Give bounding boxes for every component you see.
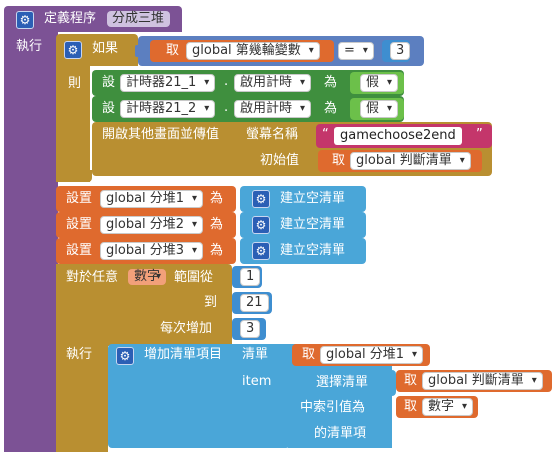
variable-dropdown[interactable]: global 分堆2 — [100, 216, 204, 234]
as-label: 為 — [324, 75, 338, 90]
procedure-spine — [4, 30, 58, 452]
gear-icon[interactable]: ⚙ — [252, 190, 270, 208]
set-list-block-1[interactable]: 設置 global 分堆1 為 — [56, 186, 236, 212]
select-list-label: 選擇清單 — [316, 375, 369, 390]
as-label: 為 — [210, 217, 224, 232]
procedure-name-field[interactable]: 分成三堆 — [107, 11, 171, 27]
set-label: 設置 — [66, 191, 93, 206]
dot-separator: . — [224, 100, 229, 115]
component-dropdown[interactable]: 計時器21_1 — [120, 74, 216, 92]
list-getter[interactable]: 取 global 分堆1 — [292, 344, 430, 366]
gear-icon[interactable]: ⚙ — [16, 11, 34, 29]
boolean-dropdown[interactable]: 假 — [360, 100, 399, 118]
screen-name-label: 螢幕名稱 — [246, 127, 299, 142]
then-label: 則 — [68, 76, 82, 91]
gear-icon[interactable]: ⚙ — [64, 41, 82, 59]
set-label: 設 — [102, 75, 116, 90]
compare-getter[interactable]: 取 global 第幾輪變數 — [150, 40, 334, 62]
set-label: 設置 — [66, 217, 93, 232]
quote-open-icon: “ — [322, 127, 329, 142]
boolean-block-2[interactable]: 假 — [350, 98, 404, 120]
gear-icon[interactable]: ⚙ — [252, 242, 270, 260]
add-items-body — [108, 364, 290, 448]
tail-label: 的清單項 — [314, 426, 367, 441]
index-getter[interactable]: 取 數字 — [396, 396, 478, 418]
variable-dropdown[interactable]: global 第幾輪變數 — [186, 42, 320, 60]
variable-dropdown[interactable]: global 判斷清單 — [350, 152, 471, 170]
procedure-keyword: 定義程序 — [44, 11, 97, 26]
property-dropdown[interactable]: 啟用計時 — [234, 100, 312, 118]
from-number-block[interactable]: 1 — [232, 266, 262, 288]
for-each-label: 對於任意 — [66, 270, 119, 285]
operator-dropdown[interactable]: = — [338, 42, 374, 60]
as-label: 為 — [210, 243, 224, 258]
step-number-block[interactable]: 3 — [232, 318, 266, 340]
variable-dropdown[interactable]: global 分堆3 — [100, 242, 204, 260]
if-label: 如果 — [92, 41, 119, 56]
to-number-block[interactable]: 21 — [232, 292, 272, 314]
step-label: 每次增加 — [160, 321, 213, 336]
add-items-label: 增加清單項目 — [144, 347, 223, 362]
number-field[interactable]: 3 — [240, 320, 261, 338]
create-empty-list-2[interactable]: ⚙ 建立空清單 — [240, 212, 366, 238]
number-field[interactable]: 21 — [240, 294, 269, 312]
number-field[interactable]: 3 — [390, 42, 411, 60]
start-value-label: 初始值 — [260, 153, 300, 168]
as-label: 為 — [324, 101, 338, 116]
screen-name-field[interactable]: gamechoose2end — [334, 127, 462, 145]
variable-dropdown[interactable]: global 分堆1 — [320, 346, 424, 364]
list-label: 清單 — [242, 347, 269, 362]
gear-icon[interactable]: ⚙ — [116, 347, 134, 365]
procedure-block[interactable]: ⚙ 定義程序 分成三堆 執行 — [4, 6, 556, 452]
create-empty-list-label: 建立空清單 — [280, 191, 346, 206]
if-spine — [56, 64, 90, 182]
to-label: 到 — [204, 295, 218, 310]
create-empty-list-1[interactable]: ⚙ 建立空清單 — [240, 186, 366, 212]
get-label: 取 — [166, 43, 180, 58]
if-block[interactable]: ⚙ 如果 則 — [56, 34, 424, 182]
procedure-exec-label: 執行 — [16, 39, 43, 54]
as-label: 為 — [210, 191, 224, 206]
timer-set-block-2[interactable]: 設 計時器21_2 . 啟用計時 為 — [92, 96, 404, 122]
number-block[interactable]: 3 — [382, 40, 411, 62]
do-label: 執行 — [66, 347, 93, 362]
get-label: 取 — [404, 373, 418, 388]
number-field[interactable]: 1 — [240, 268, 261, 286]
boolean-block-1[interactable]: 假 — [350, 72, 404, 94]
index-label: 中索引值為 — [300, 400, 366, 415]
text-block[interactable]: “ gamechoose2end ” — [316, 124, 492, 148]
loop-variable-field[interactable]: 數字 — [128, 269, 167, 285]
select-list-getter[interactable]: 取 global 判斷清單 — [396, 370, 552, 392]
create-empty-list-3[interactable]: ⚙ 建立空清單 — [240, 238, 366, 264]
set-label: 設置 — [66, 243, 93, 258]
open-screen-label: 開啟其他畫面並傳值 — [102, 127, 220, 142]
input-connector — [135, 45, 140, 57]
gear-icon[interactable]: ⚙ — [252, 216, 270, 234]
create-empty-list-label: 建立空清單 — [280, 217, 346, 232]
get-label: 取 — [332, 153, 346, 168]
select-list-item-block[interactable]: 選擇清單 — [302, 370, 396, 396]
property-dropdown[interactable]: 啟用計時 — [234, 74, 312, 92]
dot-separator: . — [224, 74, 229, 89]
for-spine — [56, 344, 108, 452]
get-label: 取 — [404, 399, 418, 414]
set-list-block-2[interactable]: 設置 global 分堆2 為 — [56, 212, 236, 238]
variable-dropdown[interactable]: global 分堆1 — [100, 190, 204, 208]
range-from-label: 範圍從 — [174, 270, 214, 285]
start-value-getter[interactable]: 取 global 判斷清單 — [318, 150, 482, 172]
set-list-block-3[interactable]: 設置 global 分堆3 為 — [56, 238, 236, 264]
variable-dropdown[interactable]: 數字 — [422, 398, 474, 416]
component-dropdown[interactable]: 計時器21_2 — [120, 100, 216, 118]
set-label: 設 — [102, 101, 116, 116]
boolean-dropdown[interactable]: 假 — [360, 74, 399, 92]
item-label: item — [242, 374, 272, 389]
variable-dropdown[interactable]: global 判斷清單 — [422, 372, 543, 390]
quote-close-icon: ” — [476, 127, 483, 142]
create-empty-list-label: 建立空清單 — [280, 243, 346, 258]
if-bottom — [56, 170, 92, 182]
for-range-block[interactable]: 對於任意 數字 範圍從 到 每次增加 執行 — [56, 264, 556, 452]
get-label: 取 — [302, 347, 316, 362]
